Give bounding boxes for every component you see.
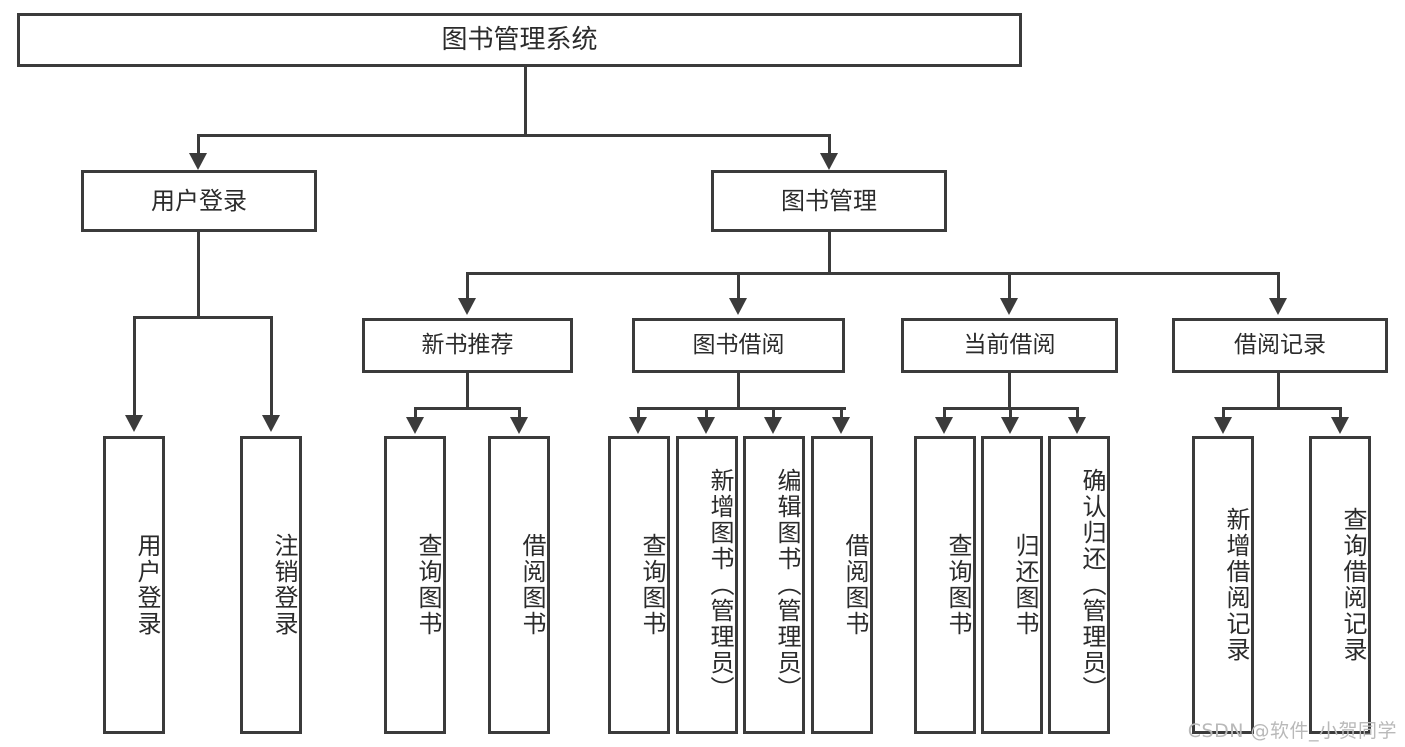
node-label: 查询图书 (414, 533, 442, 637)
node-label: 编辑图书（管理员） (773, 468, 801, 702)
connector-new-book-child-1 (518, 407, 521, 419)
arrowhead-bm-to-book-borrow (729, 298, 747, 315)
connector-user-login-child-1 (270, 316, 273, 417)
node-label: 用户登录 (133, 533, 161, 637)
connector-root-to-user-login (197, 134, 200, 155)
connector-book-borrow-child-0 (637, 407, 640, 419)
arrowhead-user-login-child-1 (262, 415, 280, 432)
node-root-library-management-system[interactable]: 图书管理系统 (17, 13, 1022, 67)
connector-bm-to-new-book (466, 272, 469, 300)
arrowhead-borrow-record-child-0 (1214, 417, 1232, 434)
connector-user-login-bus (133, 316, 273, 319)
connector-current-borrow-child-1 (1009, 407, 1012, 419)
node-label: 查询借阅记录 (1339, 507, 1367, 663)
leaf-book-borrow-borrow-book[interactable]: 借阅图书 (811, 436, 873, 734)
connector-borrow-record-child-0 (1222, 407, 1225, 419)
arrowhead-bm-to-current-borrow (1000, 298, 1018, 315)
node-label: 查询图书 (944, 533, 972, 637)
connector-book-borrow-child-2 (772, 407, 775, 419)
arrowhead-user-login-child-0 (125, 415, 143, 432)
node-label: 用户登录 (151, 187, 247, 215)
node-label: 图书借阅 (692, 332, 785, 359)
node-new-book-recommend[interactable]: 新书推荐 (362, 318, 573, 373)
node-label: 当前借阅 (963, 332, 1056, 359)
connector-new-book-stem (466, 373, 469, 407)
node-user-login[interactable]: 用户登录 (81, 170, 317, 232)
arrowhead-new-book-child-0 (406, 417, 424, 434)
node-current-borrow[interactable]: 当前借阅 (901, 318, 1118, 373)
arrowhead-current-borrow-child-2 (1068, 417, 1086, 434)
node-label: 归还图书 (1011, 533, 1039, 637)
connector-bm-to-borrow-record (1277, 272, 1280, 300)
node-label: 查询图书 (638, 533, 666, 637)
connector-book-borrow-stem (737, 373, 740, 407)
connector-current-borrow-child-2 (1076, 407, 1079, 419)
arrowhead-current-borrow-child-1 (1001, 417, 1019, 434)
leaf-book-borrow-query-book[interactable]: 查询图书 (608, 436, 670, 734)
arrowhead-book-borrow-child-3 (832, 417, 850, 434)
connector-book-management-stem (828, 232, 831, 272)
arrowhead-root-to-book-management (820, 153, 838, 170)
node-book-management[interactable]: 图书管理 (711, 170, 947, 232)
leaf-borrow-record-add-record[interactable]: 新增借阅记录 (1192, 436, 1254, 734)
arrowhead-new-book-child-1 (510, 417, 528, 434)
node-label: 确认归还（管理员） (1078, 468, 1106, 702)
arrowhead-book-borrow-child-0 (629, 417, 647, 434)
arrowhead-borrow-record-child-1 (1331, 417, 1349, 434)
connector-new-book-bus (414, 407, 521, 410)
leaf-user-login-login[interactable]: 用户登录 (103, 436, 165, 734)
connector-user-login-child-0 (133, 316, 136, 417)
leaf-new-book-query-book[interactable]: 查询图书 (384, 436, 446, 734)
connector-book-management-bus (466, 272, 1277, 275)
leaf-current-borrow-return-book[interactable]: 归还图书 (981, 436, 1043, 734)
node-label: 图书管理系统 (441, 24, 598, 55)
arrowhead-root-to-user-login (189, 153, 207, 170)
node-label: 注销登录 (270, 533, 298, 637)
arrowhead-bm-to-new-book (458, 298, 476, 315)
node-label: 借阅图书 (841, 533, 869, 637)
connector-book-borrow-child-1 (705, 407, 708, 419)
node-label: 新增借阅记录 (1222, 507, 1250, 663)
leaf-borrow-record-query-record[interactable]: 查询借阅记录 (1309, 436, 1371, 734)
connector-bm-to-book-borrow (737, 272, 740, 300)
leaf-current-borrow-query-book[interactable]: 查询图书 (914, 436, 976, 734)
connector-borrow-record-child-1 (1339, 407, 1342, 419)
leaf-user-login-logout[interactable]: 注销登录 (240, 436, 302, 734)
connector-current-borrow-stem (1008, 373, 1011, 407)
node-label: 借阅图书 (518, 533, 546, 637)
arrowhead-bm-to-borrow-record (1269, 298, 1287, 315)
connector-bm-to-current-borrow (1008, 272, 1011, 300)
arrowhead-book-borrow-child-1 (697, 417, 715, 434)
node-label: 新书推荐 (421, 332, 514, 359)
connector-root-stem (524, 67, 527, 134)
connector-new-book-child-0 (414, 407, 417, 419)
connector-root-bus (197, 134, 830, 137)
node-label: 新增图书（管理员） (706, 468, 734, 702)
connector-root-to-book-management (828, 134, 831, 155)
leaf-new-book-borrow-book[interactable]: 借阅图书 (488, 436, 550, 734)
leaf-book-borrow-edit-book[interactable]: 编辑图书（管理员） (743, 436, 805, 734)
node-label: 借阅记录 (1234, 332, 1326, 359)
arrowhead-book-borrow-child-2 (764, 417, 782, 434)
leaf-book-borrow-add-book[interactable]: 新增图书（管理员） (676, 436, 738, 734)
node-borrow-record[interactable]: 借阅记录 (1172, 318, 1388, 373)
connector-user-login-stem (197, 232, 200, 316)
node-book-borrow[interactable]: 图书借阅 (632, 318, 845, 373)
arrowhead-current-borrow-child-0 (935, 417, 953, 434)
connector-book-borrow-bus (637, 407, 846, 410)
node-label: 图书管理 (781, 187, 877, 215)
connector-current-borrow-child-0 (943, 407, 946, 419)
connector-borrow-record-bus (1222, 407, 1342, 410)
connector-borrow-record-stem (1277, 373, 1280, 407)
leaf-current-borrow-confirm-return[interactable]: 确认归还（管理员） (1048, 436, 1110, 734)
connector-book-borrow-child-3 (840, 407, 843, 419)
